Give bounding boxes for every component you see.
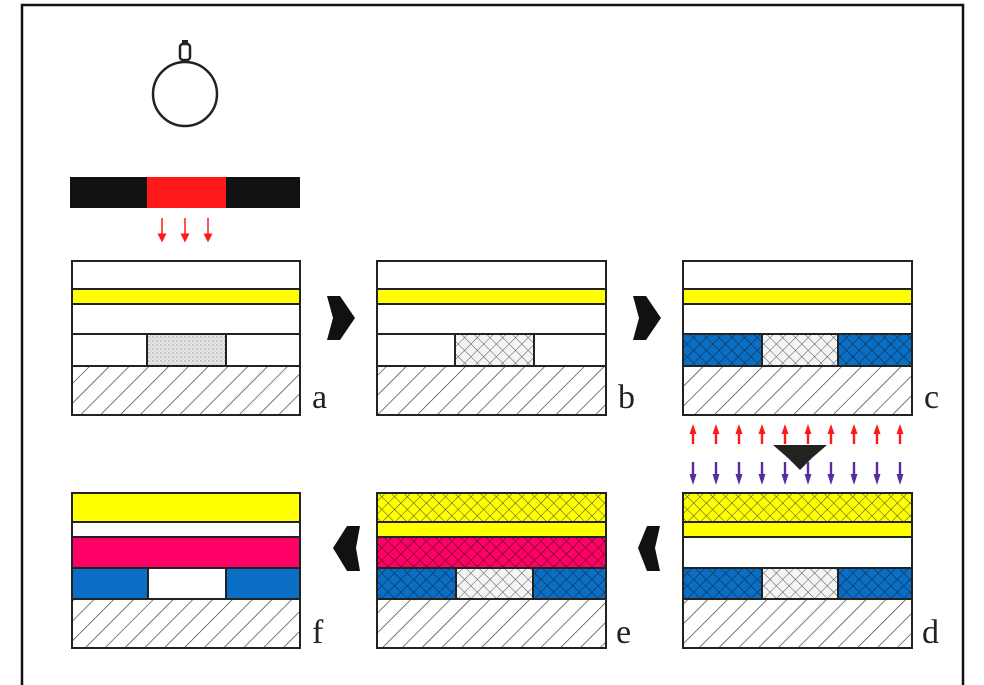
- panel-label-a: a: [312, 379, 327, 416]
- red-up-arrow-icon: [735, 424, 743, 444]
- arrow-e-to-f-icon: [333, 526, 360, 571]
- light-rays: [157, 218, 213, 243]
- panel-label-f: f: [312, 614, 324, 651]
- purple-down-arrow-icon: [804, 462, 812, 485]
- arrow-c-to-d-icon: [773, 445, 827, 470]
- purple-down-arrow-icon: [689, 462, 697, 485]
- arrow-d-to-e-icon: [638, 526, 660, 571]
- panel-d: [682, 492, 913, 649]
- frame: [20, 3, 965, 685]
- arrow-a-to-b-icon: [327, 296, 355, 340]
- purple-down-arrow-icon: [873, 462, 881, 485]
- panel-f: [71, 492, 301, 649]
- red-up-arrow-icon: [712, 424, 720, 444]
- panel-label-c: c: [924, 379, 939, 416]
- purple-down-arrow-icon: [781, 462, 789, 485]
- panel-label-b: b: [618, 379, 635, 416]
- purple-down-arrow-icon: [827, 462, 835, 485]
- purple-down-arrow-icon: [712, 462, 720, 485]
- red-up-arrow-icon: [873, 424, 881, 444]
- purple-down-arrow-icon: [896, 462, 904, 485]
- exposure-arrows: [689, 424, 904, 485]
- red-up-arrow-icon: [758, 424, 766, 444]
- panel-c: [682, 260, 913, 416]
- panel-e: [376, 492, 607, 649]
- purple-down-arrow-icon: [758, 462, 766, 485]
- red-up-arrow-icon: [804, 424, 812, 444]
- red-up-arrow-icon: [689, 424, 697, 444]
- mask-icon: [70, 177, 300, 208]
- red-up-arrow-icon: [827, 424, 835, 444]
- panel-label-d: d: [922, 614, 939, 651]
- panel-b: [376, 260, 607, 416]
- panel-a: [71, 260, 301, 416]
- arrow-b-to-c-icon: [633, 296, 661, 340]
- lamp-icon: [151, 40, 219, 128]
- purple-down-arrow-icon: [735, 462, 743, 485]
- purple-down-arrow-icon: [850, 462, 858, 485]
- red-up-arrow-icon: [850, 424, 858, 444]
- panel-label-e: e: [616, 614, 631, 651]
- red-up-arrow-icon: [896, 424, 904, 444]
- red-up-arrow-icon: [781, 424, 789, 444]
